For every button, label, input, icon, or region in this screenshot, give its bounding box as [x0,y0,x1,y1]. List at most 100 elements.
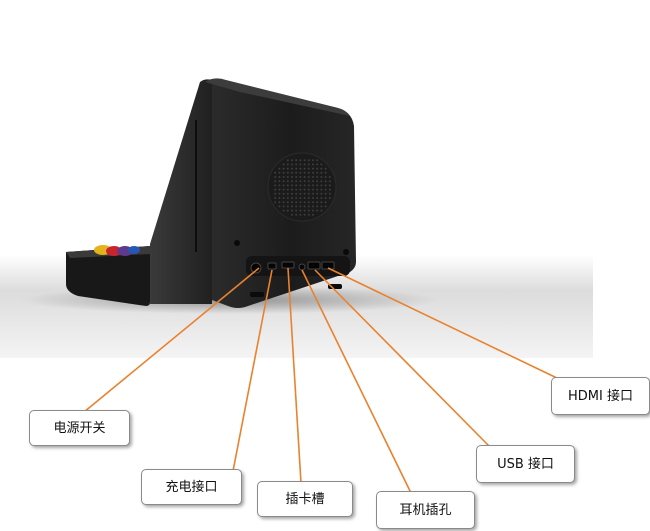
callout-label: 插卡槽 [285,491,325,507]
grille-hole [282,184,285,187]
grille-hole [324,167,327,170]
grille-hole [286,176,289,178]
grille-hole [286,171,289,174]
grille-hole [307,171,310,174]
grille-hole [316,167,319,170]
grille-hole [312,213,314,216]
grille-hole [303,213,306,216]
grille-hole [282,209,285,212]
grille-hole [299,197,302,199]
grille-hole [303,159,306,162]
grille-hole [320,209,323,212]
callout-label: 充电接口 [165,479,218,495]
grille-hole [295,192,298,195]
grille-hole [324,188,327,191]
device-base [66,246,150,306]
grille-hole [320,167,323,170]
callout-usb-port: USB 接口 [476,445,575,483]
grille-hole [291,188,293,191]
grille-hole [328,197,331,199]
grille-hole [274,176,277,178]
grille-hole [286,184,289,187]
red-button [106,246,122,256]
grille-hole [316,176,319,178]
grille-hole [307,188,310,191]
grille-hole [303,180,306,183]
grille-hole [320,176,323,178]
grille-hole [328,192,331,195]
grille-hole [312,197,314,199]
grille-hole [324,192,327,195]
grille-hole [312,209,314,212]
callout-power-switch: 电源开关 [29,410,130,446]
grille-hole [299,171,302,174]
grille-hole [312,188,314,191]
hdmi-port [321,261,335,270]
grille-hole [307,159,310,162]
grille-hole [295,176,298,178]
grille-hole [274,171,277,174]
grille-hole [307,184,310,187]
grille-hole [320,188,323,191]
grille-hole [299,201,302,204]
grille-hole [320,184,323,187]
grille-hole [282,176,285,178]
grille-hole [299,205,302,208]
grille-hole [278,192,281,195]
callout-headphone-jack: 耳机插孔 [376,491,475,529]
grille-hole [295,209,298,212]
grille-hole [307,192,310,195]
callout-label: USB 接口 [497,456,554,472]
grille-hole [286,167,289,170]
grille-hole [282,167,285,170]
device-top-edge [205,78,350,116]
grille-hole [295,180,298,183]
grille-hole [316,188,319,191]
headphone-port [298,263,306,271]
grille-hole [274,188,277,191]
grille-hole [274,192,277,195]
grille-hole [303,163,306,166]
grille-hole [307,163,310,166]
grille-hole [324,201,327,204]
grille-hole [307,213,310,216]
grille-hole [282,171,285,174]
leader-line-usb [314,269,491,448]
grille-hole [328,176,331,178]
grille-hole [291,205,293,208]
grille-hole [278,197,281,199]
grille-hole [286,197,289,199]
grille-hole [320,201,323,204]
grille-hole [295,201,298,204]
grille-hole [282,192,285,195]
grille-hole [307,176,310,178]
grille-hole [303,176,306,178]
blue-button [128,246,140,254]
usb-port [307,261,321,270]
screw [234,240,240,246]
grille-hole [303,205,306,208]
grille-hole [291,180,293,183]
callout-label: HDMI 接口 [568,388,633,404]
callout-label: 电源开关 [53,420,106,436]
grille-hole [278,188,281,191]
grille-hole [274,180,277,183]
grille-hole [299,159,302,162]
grille-hole [307,209,310,212]
grille-hole [312,184,314,187]
grille-hole [324,180,327,183]
callout-hdmi-port: HDMI 接口 [551,377,650,415]
grille-hole [291,197,293,199]
grille-hole [286,209,289,212]
grille-hole [295,213,298,216]
grille-hole [295,188,298,191]
leader-line-charge [232,269,273,472]
grille-hole [328,180,331,183]
grille-hole [291,184,293,187]
grille-hole [324,176,327,178]
device-side-panel [150,79,212,304]
grille-hole [299,209,302,212]
grille-hole [303,209,306,212]
grille-hole [312,159,314,162]
grille-hole [291,192,293,195]
